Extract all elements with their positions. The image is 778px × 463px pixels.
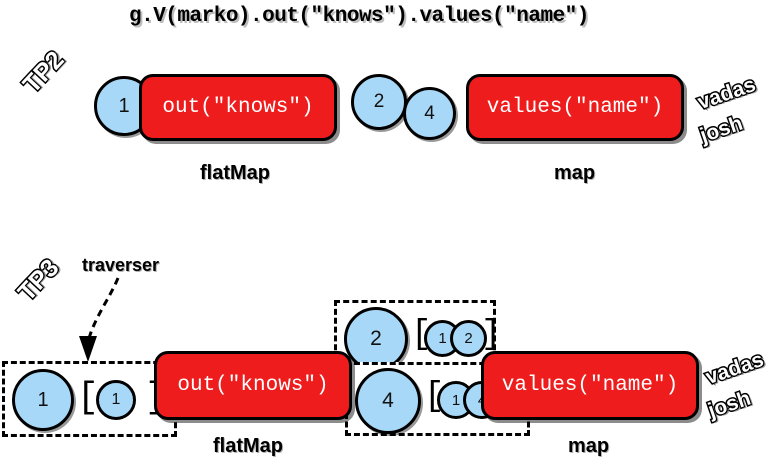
tp3-traverser-out-upper-path-2: 2 bbox=[450, 320, 487, 357]
tp3-row-label: TP3 bbox=[11, 252, 66, 308]
tp2-result-josh: josh bbox=[696, 110, 747, 149]
tp3-traverser-out-lower-value: 4 bbox=[355, 368, 421, 434]
tp3-step-map[interactable]: values("name") bbox=[481, 351, 699, 420]
tp3-traverser-out-upper-value: 2 bbox=[344, 307, 408, 371]
tp3-step-flatmap[interactable]: out("knows") bbox=[154, 351, 352, 420]
tp2-step-flatmap[interactable]: out("knows") bbox=[139, 74, 337, 141]
tp3-traverser-in-value: 1 bbox=[12, 369, 74, 431]
tp2-result-vadas: vadas bbox=[693, 71, 760, 115]
tp2-map-label: map bbox=[554, 162, 596, 184]
tp3-map-label: map bbox=[568, 435, 610, 457]
tp2-flatmap-label: flatMap bbox=[200, 162, 270, 184]
diagram-title: g.V(marko).out("knows").values("name") bbox=[129, 5, 589, 28]
tp3-result-josh: josh bbox=[704, 385, 755, 424]
traverser-pointer-arrow bbox=[79, 277, 120, 362]
tp3-traverser-in-path-1: 1 bbox=[96, 380, 136, 420]
tp2-result-circle-4: 4 bbox=[403, 87, 456, 140]
tp3-traverser-out-upper-bracket-close: ] bbox=[481, 316, 502, 354]
tp3-result-vadas: vadas bbox=[701, 346, 768, 390]
tp2-row-label: TP2 bbox=[16, 44, 71, 100]
tp2-result-circle-2: 2 bbox=[351, 74, 407, 130]
tp3-traverser-annotation: traverser bbox=[82, 255, 160, 275]
tp2-step-map[interactable]: values("name") bbox=[466, 74, 684, 141]
tp3-flatmap-label: flatMap bbox=[213, 435, 283, 457]
tp3-traverser-in-bracket-open: [ bbox=[77, 377, 99, 418]
